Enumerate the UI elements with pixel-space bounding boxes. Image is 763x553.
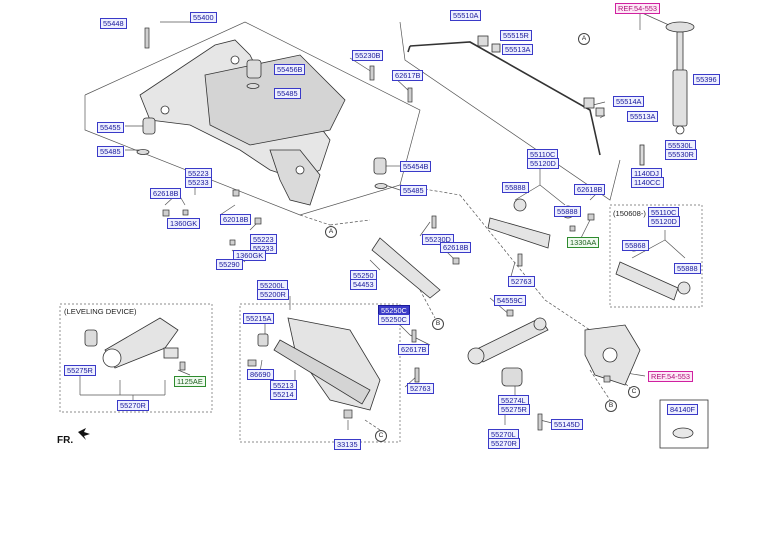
callout-a-bottom: A bbox=[325, 226, 337, 238]
part-label-55290[interactable]: 55290 bbox=[216, 259, 243, 270]
part-label-55888-c[interactable]: 55888 bbox=[674, 263, 701, 274]
ref-label-bottom[interactable]: REF.54-553 bbox=[648, 371, 694, 382]
part-label-55215a[interactable]: 55215A bbox=[243, 313, 275, 324]
callout-b-left: B bbox=[432, 318, 444, 330]
leveling-device-frame bbox=[59, 303, 213, 413]
part-label-55275r-2[interactable]: 55275R bbox=[498, 404, 530, 415]
part-label-55120d-2[interactable]: 55120D bbox=[648, 216, 680, 227]
part-label-55513a[interactable]: 55513A bbox=[502, 44, 534, 55]
part-label-55888-a[interactable]: 55888 bbox=[502, 182, 529, 193]
bushings bbox=[84, 59, 523, 387]
part-label-55214[interactable]: 55214 bbox=[270, 389, 297, 400]
lower-arm bbox=[273, 317, 381, 411]
part-label-55233-a[interactable]: 55233 bbox=[185, 177, 212, 188]
part-label-54559c[interactable]: 54559C bbox=[494, 295, 526, 306]
plug-icon bbox=[672, 427, 694, 439]
front-arrow-icon bbox=[78, 428, 90, 440]
bolts bbox=[144, 27, 611, 431]
part-label-55485-b[interactable]: 55485 bbox=[97, 146, 124, 157]
part-label-52763-b[interactable]: 52763 bbox=[407, 383, 434, 394]
part-label-62617b-b[interactable]: 62617B bbox=[398, 344, 430, 355]
part-label-86690[interactable]: 86690 bbox=[247, 369, 274, 380]
lower-arm-frame bbox=[239, 303, 401, 443]
callout-c-left: C bbox=[375, 430, 387, 442]
part-84140f-box bbox=[659, 399, 709, 449]
part-label-62618b-b[interactable]: 62618B bbox=[574, 184, 606, 195]
part-label-55868[interactable]: 55868 bbox=[622, 240, 649, 251]
callout-a-top: A bbox=[578, 33, 590, 45]
stabilizer-parts bbox=[477, 35, 645, 166]
part-label-55455[interactable]: 55455 bbox=[97, 122, 124, 133]
part-label-55250c[interactable]: 55250C bbox=[378, 314, 410, 325]
crossmember bbox=[139, 39, 346, 206]
part-label-55448[interactable]: 55448 bbox=[100, 18, 127, 29]
variant-frame bbox=[609, 204, 703, 308]
leveling-device-title: (LEVELING DEVICE) bbox=[64, 307, 137, 316]
part-label-55270r[interactable]: 55270R bbox=[117, 400, 149, 411]
callout-b-right: B bbox=[605, 400, 617, 412]
part-label-1125ae[interactable]: 1125AE bbox=[174, 376, 206, 387]
part-label-62018b[interactable]: 62018B bbox=[220, 214, 252, 225]
part-label-55454b[interactable]: 55454B bbox=[400, 161, 432, 172]
part-label-55485-c[interactable]: 55485 bbox=[400, 185, 427, 196]
front-direction-label: FR. bbox=[57, 435, 74, 446]
part-label-1330aa[interactable]: 1330AA bbox=[567, 237, 600, 248]
upper-arm bbox=[371, 198, 691, 301]
part-label-55456b[interactable]: 55456B bbox=[274, 64, 306, 75]
part-label-84140f[interactable]: 84140F bbox=[667, 404, 699, 415]
part-label-1140cc[interactable]: 1140CC bbox=[631, 177, 664, 188]
variant-note-150608: (150608-) bbox=[613, 209, 646, 218]
part-label-55888-b[interactable]: 55888 bbox=[554, 206, 581, 217]
callout-c-right: C bbox=[628, 386, 640, 398]
part-label-62617b-top[interactable]: 62617B bbox=[392, 70, 424, 81]
part-label-55400[interactable]: 55400 bbox=[190, 12, 217, 23]
part-label-33135[interactable]: 33135 bbox=[334, 439, 361, 450]
part-label-55515r[interactable]: 55515R bbox=[500, 30, 532, 41]
leveling-arm bbox=[102, 317, 179, 369]
part-label-55513a-2[interactable]: 55513A bbox=[627, 111, 659, 122]
stabilizer-bar bbox=[407, 41, 601, 156]
part-label-55230b[interactable]: 55230B bbox=[352, 50, 384, 61]
part-label-55275r[interactable]: 55275R bbox=[64, 365, 96, 376]
knuckle bbox=[584, 324, 641, 386]
trailing-link bbox=[467, 317, 549, 365]
shock-absorber bbox=[665, 21, 695, 135]
part-label-55145d[interactable]: 55145D bbox=[551, 419, 583, 430]
part-label-55514a[interactable]: 55514A bbox=[613, 96, 645, 107]
part-label-55200r[interactable]: 55200R bbox=[257, 289, 289, 300]
part-label-62618b-c[interactable]: 62618B bbox=[440, 242, 472, 253]
part-label-55485-a[interactable]: 55485 bbox=[274, 88, 301, 99]
part-label-55120d[interactable]: 55120D bbox=[527, 158, 559, 169]
part-label-1360gk-b[interactable]: 1360GK bbox=[233, 250, 267, 261]
part-label-55510a[interactable]: 55510A bbox=[450, 10, 482, 21]
ref-label-top[interactable]: REF.54-553 bbox=[615, 3, 661, 14]
part-label-55230d[interactable]: 55230D bbox=[422, 234, 454, 245]
part-label-55396[interactable]: 55396 bbox=[693, 74, 720, 85]
part-label-55270r-2[interactable]: 55270R bbox=[488, 438, 520, 449]
part-label-62618b-a[interactable]: 62618B bbox=[150, 188, 182, 199]
part-label-54453[interactable]: 54453 bbox=[350, 279, 377, 290]
part-label-55530r[interactable]: 55530R bbox=[665, 149, 697, 160]
part-label-1360gk-a[interactable]: 1360GK bbox=[167, 218, 201, 229]
part-label-52763-a[interactable]: 52763 bbox=[508, 276, 535, 287]
